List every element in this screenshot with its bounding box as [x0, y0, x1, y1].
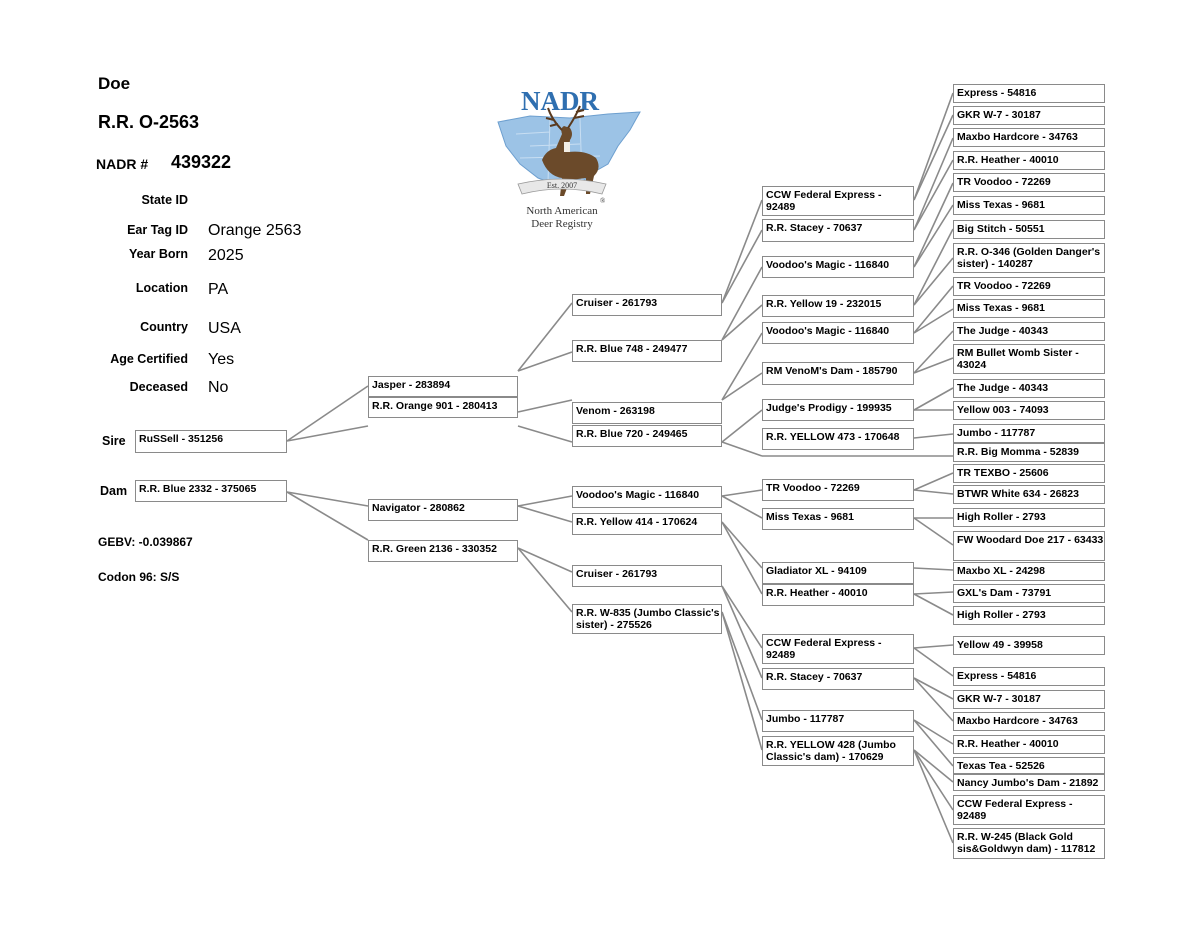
logo-est: Est. 2007: [547, 181, 577, 190]
location-value: PA: [208, 281, 229, 298]
pedigree-box: Venom - 263198: [572, 402, 722, 424]
pedigree-box: GKR W-7 - 30187: [953, 690, 1105, 709]
dam-label: Dam: [100, 484, 128, 498]
age-certified-label: Age Certified: [110, 352, 188, 366]
location-label: Location: [135, 281, 188, 295]
pedigree-box: CCW Federal Express - 92489: [953, 795, 1105, 825]
pedigree-box: Yellow 003 - 74093: [953, 401, 1105, 420]
pedigree-box: R.R. Blue 720 - 249465: [572, 425, 722, 447]
pedigree-box: Texas Tea - 52526: [953, 757, 1105, 774]
pedigree-box: R.R. Big Momma - 52839: [953, 443, 1105, 462]
pedigree-box: Big Stitch - 50551: [953, 220, 1105, 239]
pedigree-box: Maxbo Hardcore - 34763: [953, 128, 1105, 147]
country-value: USA: [208, 320, 241, 337]
pedigree-box: R.R. Stacey - 70637: [762, 219, 914, 242]
pedigree-box: High Roller - 2793: [953, 606, 1105, 625]
pedigree-box: Yellow 49 - 39958: [953, 636, 1105, 655]
pedigree-box: R.R. Stacey - 70637: [762, 668, 914, 690]
pedigree-box: CCW Federal Express - 92489: [762, 186, 914, 216]
pedigree-box: R.R. Heather - 40010: [953, 735, 1105, 754]
pedigree-box: GXL's Dam - 73791: [953, 584, 1105, 603]
sire-box: RuSSell - 351256: [135, 430, 287, 453]
pedigree-box: R.R. Heather - 40010: [762, 584, 914, 606]
pedigree-box: Maxbo XL - 24298: [953, 562, 1105, 581]
pedigree-box: TR Voodoo - 72269: [953, 173, 1105, 192]
deer-icon: [542, 105, 599, 196]
pedigree-box: R.R. YELLOW 473 - 170648: [762, 428, 914, 450]
pedigree-box: R.R. W-835 (Jumbo Classic's sister) - 27…: [572, 604, 722, 634]
year-born-value: 2025: [208, 247, 244, 264]
gebv: GEBV: -0.039867: [98, 535, 193, 549]
pedigree-box: R.R. Heather - 40010: [953, 151, 1105, 170]
pedigree-box: R.R. Green 2136 - 330352: [368, 540, 518, 562]
deceased-value: No: [208, 379, 229, 396]
nadr-logo: NADR Est. 2007 ® North American Deer Reg…: [490, 86, 650, 236]
animal-name: R.R. O-2563: [98, 112, 200, 132]
pedigree-box: FW Woodard Doe 217 - 63433: [953, 531, 1105, 561]
pedigree-box: R.R. O-346 (Golden Danger's sister) - 14…: [953, 243, 1105, 273]
pedigree-box: Voodoo's Magic - 116840: [572, 486, 722, 508]
dam-box: R.R. Blue 2332 - 375065: [135, 480, 287, 502]
logo-title: NADR: [521, 86, 599, 116]
pedigree-box: Cruiser - 261793: [572, 565, 722, 587]
pedigree-box: R.R. YELLOW 428 (Jumbo Classic's dam) - …: [762, 736, 914, 766]
pedigree-box: Gladiator XL - 94109: [762, 562, 914, 584]
pedigree-box: R.R. Orange 901 - 280413: [368, 397, 518, 418]
pedigree-box: Cruiser - 261793: [572, 294, 722, 316]
pedigree-box: Voodoo's Magic - 116840: [762, 256, 914, 278]
pedigree-box: Jumbo - 117787: [953, 424, 1105, 443]
logo-line2: Deer Registry: [531, 218, 593, 230]
pedigree-box: CCW Federal Express - 92489: [762, 634, 914, 664]
pedigree-box: RM VenoM's Dam - 185790: [762, 362, 914, 385]
pedigree-box: GKR W-7 - 30187: [953, 106, 1105, 125]
year-born-label: Year Born: [128, 247, 188, 261]
pedigree-box: Jumbo - 117787: [762, 710, 914, 732]
pedigree-box: Navigator - 280862: [368, 499, 518, 521]
ear-tag-label: Ear Tag ID: [127, 223, 188, 237]
animal-sex: Doe: [98, 74, 131, 93]
pedigree-box: The Judge - 40343: [953, 379, 1105, 398]
pedigree-box: TR Voodoo - 72269: [762, 479, 914, 501]
age-certified-value: Yes: [208, 351, 235, 368]
pedigree-box: RM Bullet Womb Sister - 43024: [953, 344, 1105, 374]
pedigree-box: R.R. Yellow 414 - 170624: [572, 513, 722, 535]
pedigree-box: Judge's Prodigy - 199935: [762, 399, 914, 421]
pedigree-box: Maxbo Hardcore - 34763: [953, 712, 1105, 731]
pedigree-box: High Roller - 2793: [953, 508, 1105, 527]
pedigree-box: BTWR White 634 - 26823: [953, 485, 1105, 504]
pedigree-box: R.R. Yellow 19 - 232015: [762, 295, 914, 317]
logo-ribbon: [517, 178, 607, 195]
nadr-label: NADR #: [96, 156, 149, 172]
sire-label: Sire: [102, 434, 126, 448]
pedigree-box: Express - 54816: [953, 667, 1105, 686]
pedigree-box: Nancy Jumbo's Dam - 21892: [953, 774, 1105, 791]
country-label: Country: [140, 320, 188, 334]
pedigree-box: Express - 54816: [953, 84, 1105, 103]
pedigree-box: Miss Texas - 9681: [953, 196, 1105, 215]
ear-tag-value: Orange 2563: [208, 222, 302, 239]
pedigree-box: Miss Texas - 9681: [953, 299, 1105, 318]
deceased-label: Deceased: [129, 380, 188, 394]
pedigree-box: Voodoo's Magic - 116840: [762, 322, 914, 344]
pedigree-box: Miss Texas - 9681: [762, 508, 914, 530]
pedigree-box: Jasper - 283894: [368, 376, 518, 397]
state-id-label: State ID: [141, 193, 188, 207]
pedigree-box: R.R. Blue 748 - 249477: [572, 340, 722, 362]
nadr-number: 439322: [171, 152, 232, 172]
pedigree-box: TR Voodoo - 72269: [953, 277, 1105, 296]
logo-reg: ®: [600, 197, 606, 205]
pedigree-box: R.R. W-245 (Black Gold sis&Goldwyn dam) …: [953, 828, 1105, 859]
codon-96: Codon 96: S/S: [98, 570, 180, 584]
logo-line1: North American: [526, 205, 598, 217]
pedigree-box: The Judge - 40343: [953, 322, 1105, 341]
pedigree-box: TR TEXBO - 25606: [953, 464, 1105, 483]
